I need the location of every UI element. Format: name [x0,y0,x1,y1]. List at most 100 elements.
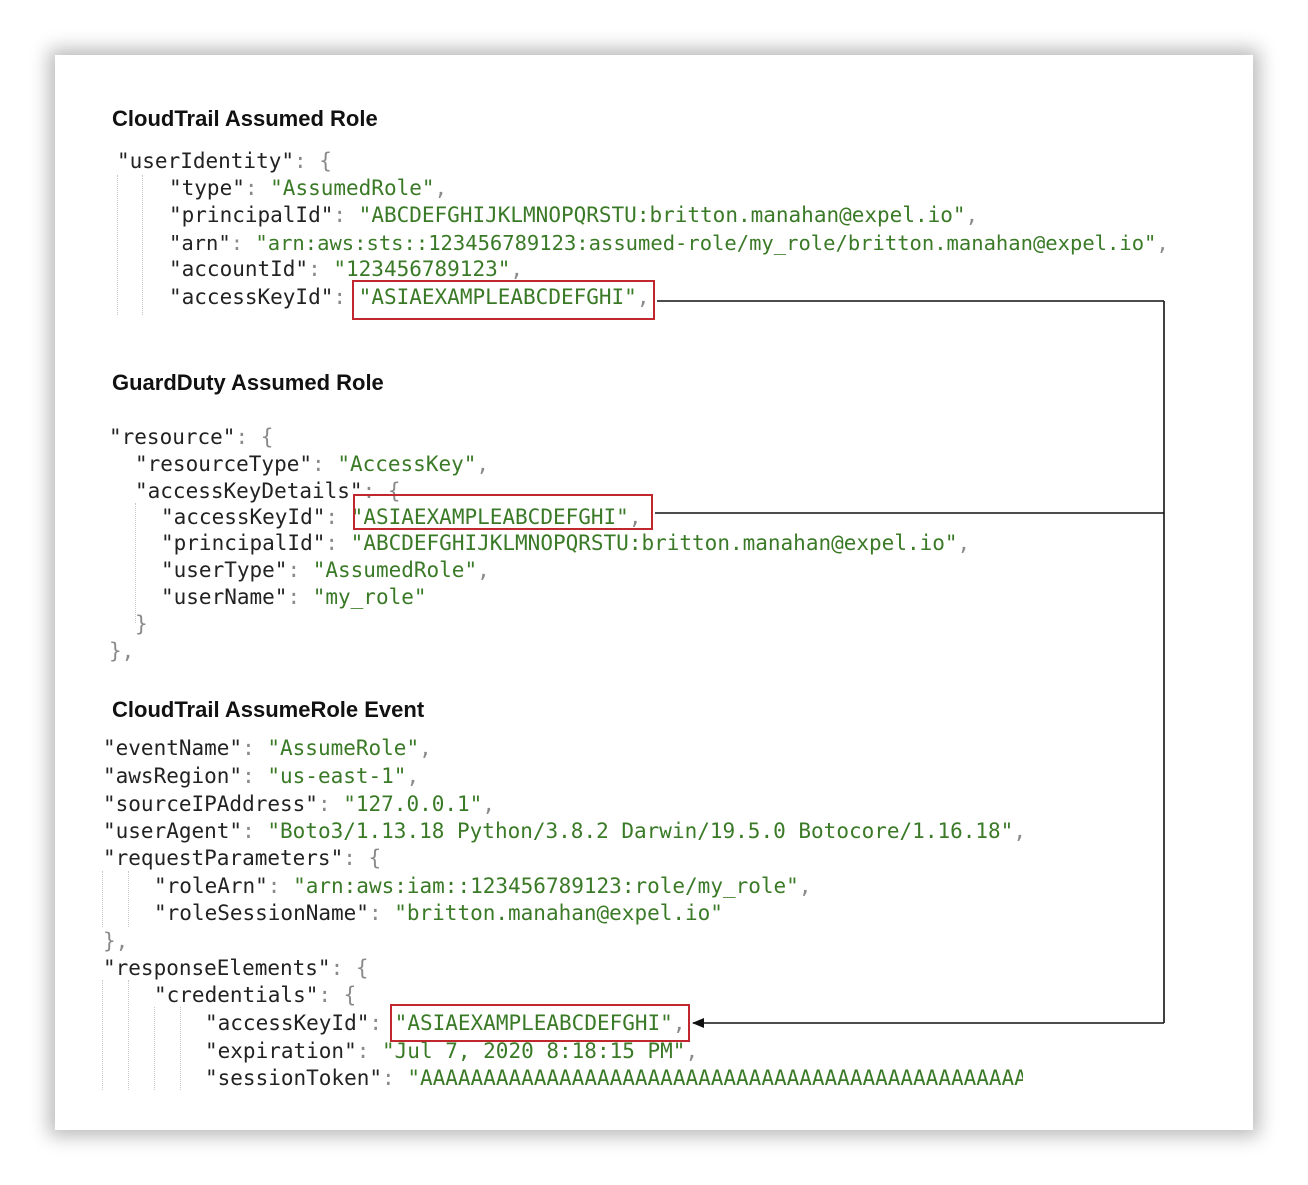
json-key: "accessKeyId" [205,1011,370,1035]
json-key: "credentials" [154,983,319,1007]
json-key: "arn" [169,231,231,255]
json-punct: , [628,505,642,529]
json-punct: } [135,612,148,636]
json-punct: : { [235,425,274,449]
json-key: "type" [169,176,245,200]
json-punct: : [382,1066,408,1090]
json-punct: , [672,1011,686,1035]
json-key: "accessKeyId" [169,285,334,309]
json-value: "123456789123" [333,257,511,281]
indent-guide [102,871,103,927]
section-title-cloudtrail-assumed-role: CloudTrail Assumed Role [112,106,378,131]
json-punct: }, [109,639,135,663]
json-punct: : [267,874,294,898]
json-key: "eventName" [103,736,243,760]
json-punct: : [308,257,334,281]
json-punct: : [230,231,256,255]
json-punct: : [312,452,338,476]
json-punct: : [325,505,351,529]
json-punct: , [798,874,812,898]
json-value: "AAAAAAAAAAAAAAAAAAAAAAAAAAAAAAAAAAAAAAA… [407,1066,1023,1090]
json-value: "127.0.0.1" [343,792,483,816]
json-punct: , [476,452,490,476]
json-line-userIdentity: "userIdentity": { [117,148,332,175]
json-punct: , [636,285,650,309]
json-value: "AccessKey" [337,452,477,476]
json-line-userType: "userType": "AssumedRole", [161,557,490,584]
json-line-close-brace: } [135,611,148,638]
json-line-userName: "userName": "my_role" [161,584,427,611]
json-punct: : [242,764,268,788]
json-value: "AssumedRole" [312,558,478,582]
json-line-accessKeyId: "accessKeyId": "ASIAEXAMPLEABCDEFGHI", [205,1010,685,1037]
json-punct: : [242,819,268,843]
json-value: "my_role" [312,585,427,609]
json-value: "Jul 7, 2020 8:18:15 PM" [382,1039,686,1063]
json-key: "responseElements" [103,956,331,980]
json-value: "Boto3/1.13.18 Python/3.8.2 Darwin/19.5.… [267,819,1014,843]
json-punct: : [369,1011,395,1035]
json-value: "ASIAEXAMPLEABCDEFGHI" [394,1011,673,1035]
json-line-userAgent: "userAgent": "Boto3/1.13.18 Python/3.8.2… [103,818,1026,845]
json-punct: , [406,764,420,788]
indent-guide [102,980,103,1090]
json-key: "principalId" [169,203,334,227]
json-punct: , [1156,231,1169,255]
json-value: "AssumeRole" [267,736,420,760]
json-punct: }, [103,929,129,953]
json-punct: : [287,558,313,582]
json-punct: : [333,285,359,309]
json-value: "ASIAEXAMPLEABCDEFGHI" [350,505,629,529]
json-line-awsRegion: "awsRegion": "us-east-1", [103,763,419,790]
json-punct: , [1013,819,1026,843]
json-punct: : [356,1039,383,1063]
json-punct: : [287,585,313,609]
indent-guide [154,1007,155,1090]
json-value: "ASIAEXAMPLEABCDEFGHI" [358,285,637,309]
json-key: "awsRegion" [103,764,243,788]
indent-guide [117,175,118,315]
json-key: "principalId" [161,531,326,555]
json-key: "resourceType" [135,452,313,476]
indent-guide [128,871,129,927]
json-punct: : [325,531,351,555]
json-value: "AssumedRole" [270,176,435,200]
json-line-roleSessionName: "roleSessionName": "britton.manahan@expe… [154,900,723,927]
json-line-requestParameters: "requestParameters": { [103,845,381,872]
json-punct: : [368,901,395,925]
json-key: "expiration" [205,1039,357,1063]
indent-guide [180,1007,181,1090]
highlight-box-assumerole-accesskey [390,1004,690,1042]
json-key: "accessKeyId" [161,505,326,529]
json-punct: , [477,558,490,582]
json-key: "accessKeyDetails" [135,479,363,503]
json-line-close-brace: }, [103,928,128,955]
json-line-responseElements: "responseElements": { [103,955,369,982]
json-line-expiration: "expiration": "Jul 7, 2020 8:18:15 PM", [205,1038,698,1065]
json-line-close-brace: }, [109,638,134,665]
json-punct: : [244,176,271,200]
json-punct: : { [330,956,369,980]
figure-card: CloudTrail Assumed Role "userIdentity": … [55,55,1253,1130]
json-punct: : [317,792,344,816]
json-line-type: "type": "AssumedRole", [169,175,447,202]
json-key: "userAgent" [103,819,243,843]
json-line-sessionToken: "sessionToken": "AAAAAAAAAAAAAAAAAAAAAAA… [205,1065,1023,1092]
json-value: "us-east-1" [267,764,407,788]
json-value: "arn:aws:sts::123456789123:assumed-role/… [255,231,1157,255]
json-punct: , [685,1039,699,1063]
json-line-arn: "arn": "arn:aws:sts::123456789123:assume… [169,230,1169,257]
json-punct: : { [343,846,382,870]
indent-guide [142,175,143,315]
json-line-accountId: "accountId": "123456789123", [169,256,523,283]
json-line-principalId: "principalId": "ABCDEFGHIJKLMNOPQRSTU:br… [169,202,978,229]
json-punct: , [419,736,432,760]
json-key: "sourceIPAddress" [103,792,318,816]
json-punct: : [333,203,359,227]
json-line-accessKeyId: "accessKeyId": "ASIAEXAMPLEABCDEFGHI", [169,284,649,311]
json-key: "sessionToken" [205,1066,383,1090]
json-punct: : { [294,149,332,173]
json-line-resource: "resource": { [109,424,273,451]
json-punct: , [482,792,495,816]
json-punct: : [242,736,268,760]
